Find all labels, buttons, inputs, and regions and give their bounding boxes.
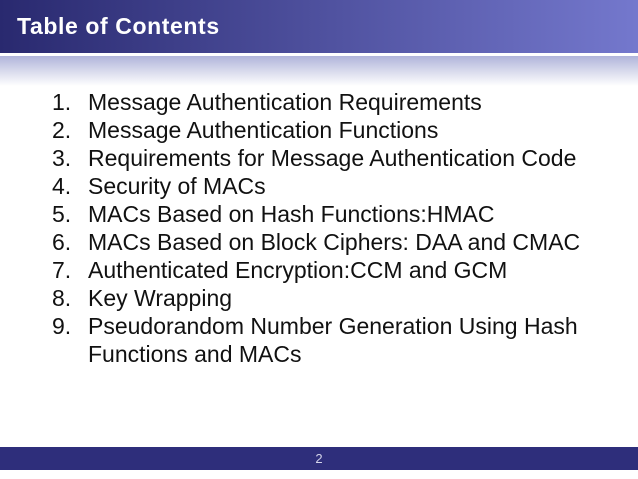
toc-item-text: Authenticated Encryption:CCM and GCM: [88, 257, 508, 283]
toc-item-text: Key Wrapping: [88, 285, 233, 311]
toc-item-number: 1.: [52, 89, 72, 115]
toc-item-number: 9.: [52, 313, 72, 339]
toc-item-text: MACs Based on Block Ciphers: DAA and CMA…: [88, 229, 581, 255]
toc-item-number: 3.: [52, 145, 72, 171]
toc-item: 9. Pseudorandom Number Generation Using …: [52, 312, 592, 368]
toc-item-text: Message Authentication Functions: [88, 117, 439, 143]
toc-item-number: 7.: [52, 257, 72, 283]
toc-item-number: 8.: [52, 285, 72, 311]
toc-item-number: 4.: [52, 173, 72, 199]
header-fade-band: [0, 56, 638, 86]
toc-list: 1. Message Authentication Requirements 2…: [52, 88, 592, 368]
toc-item: 6. MACs Based on Block Ciphers: DAA and …: [52, 228, 592, 256]
toc-item-text: Message Authentication Requirements: [88, 89, 482, 115]
toc-item-text: Security of MACs: [88, 173, 266, 199]
footer-page-bar: 2: [0, 447, 638, 470]
toc-item-text: Requirements for Message Authentication …: [88, 145, 577, 171]
page-title: Table of Contents: [17, 13, 220, 39]
toc-item-text: Pseudorandom Number Generation Using Has…: [88, 313, 578, 367]
toc-item: 8. Key Wrapping: [52, 284, 592, 312]
page-number: 2: [315, 451, 323, 466]
toc-item-number: 2.: [52, 117, 72, 143]
header-divider: [0, 53, 638, 56]
slide-header: Table of Contents: [0, 0, 638, 53]
toc-item-number: 5.: [52, 201, 72, 227]
toc-item: 5. MACs Based on Hash Functions:HMAC: [52, 200, 592, 228]
toc-item: 1. Message Authentication Requirements: [52, 88, 592, 116]
toc-item-text: MACs Based on Hash Functions:HMAC: [88, 201, 495, 227]
toc-item: 3. Requirements for Message Authenticati…: [52, 144, 592, 172]
toc-item: 2. Message Authentication Functions: [52, 116, 592, 144]
toc-item: 7. Authenticated Encryption:CCM and GCM: [52, 256, 592, 284]
toc-item-number: 6.: [52, 229, 72, 255]
toc-item: 4. Security of MACs: [52, 172, 592, 200]
